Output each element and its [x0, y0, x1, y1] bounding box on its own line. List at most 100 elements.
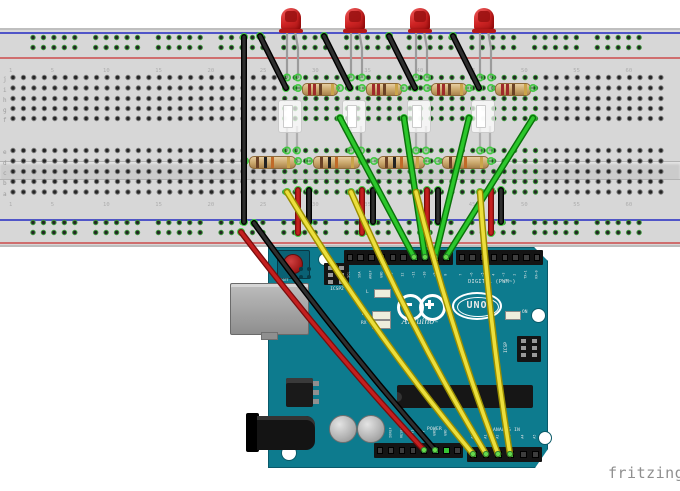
- header-pin: [482, 451, 490, 458]
- icsp-header[interactable]: [517, 336, 541, 362]
- power-jack: [257, 416, 315, 450]
- reset-label: RESET: [278, 278, 289, 282]
- mounting-hole: [531, 308, 546, 323]
- header-pin: [432, 254, 440, 261]
- pin-label: SCL: [346, 271, 351, 278]
- row-letter: j: [3, 76, 7, 83]
- resistor-band: [327, 156, 331, 168]
- digital-header-right[interactable]: [456, 250, 543, 265]
- pin-label: ~10: [422, 271, 427, 278]
- fritzing-watermark: fritzing: [608, 464, 680, 482]
- column-number: 25: [259, 202, 267, 208]
- pin-label: RESET: [399, 427, 404, 438]
- header-pin: [368, 254, 375, 261]
- capacitor: [329, 415, 357, 443]
- on-led: [505, 311, 521, 320]
- header-pin: [521, 352, 526, 357]
- resistor-band: [307, 83, 311, 95]
- header-pin: [507, 451, 515, 458]
- pin-label: SDA: [357, 271, 362, 278]
- column-number: 5: [50, 68, 55, 74]
- led-die: [478, 11, 490, 22]
- header-pin: [421, 254, 429, 261]
- tx-led: [372, 311, 391, 320]
- resistor-band: [523, 83, 527, 95]
- led-flange: [343, 28, 367, 33]
- column-number: 15: [155, 202, 162, 208]
- header-pin: [501, 254, 509, 261]
- resistor-band: [263, 156, 267, 168]
- pin-label: IOREF: [388, 427, 393, 438]
- l-led: [374, 289, 391, 298]
- pin-label: 4: [491, 273, 496, 276]
- header-pin: [443, 254, 450, 261]
- led-red[interactable]: [281, 8, 301, 31]
- icsp2-header[interactable]: [324, 263, 349, 285]
- header-pin: [400, 254, 407, 261]
- header-pin: [532, 338, 537, 343]
- led-red[interactable]: [345, 8, 365, 31]
- header-pin: [409, 447, 417, 454]
- header-pin: [398, 447, 406, 454]
- row-letter: c: [3, 170, 7, 177]
- column-number: 55: [573, 68, 580, 74]
- regulator-leg: [313, 390, 319, 395]
- header-pin: [389, 254, 397, 261]
- column-number: 55: [573, 202, 580, 208]
- header-pin: [512, 254, 519, 261]
- digital-header-left[interactable]: [344, 250, 453, 265]
- pin-label: AREF: [368, 270, 373, 279]
- column-number: 60: [625, 202, 633, 208]
- reset-button[interactable]: [283, 254, 303, 274]
- header-pin: [532, 451, 539, 458]
- ghost-component[interactable]: [278, 100, 302, 133]
- row-letter: b: [3, 180, 7, 187]
- regulator-leg: [313, 399, 319, 404]
- led-red[interactable]: [474, 8, 494, 31]
- tx-led-label: TX: [361, 312, 367, 317]
- header-pin: [339, 279, 344, 284]
- column-number: 5: [50, 202, 55, 208]
- header-pin: [458, 254, 466, 261]
- header-pin: [533, 254, 541, 261]
- pin-label: A4: [520, 434, 525, 439]
- column-number: 15: [155, 68, 162, 74]
- header-pin: [532, 352, 537, 357]
- header-pin: [443, 447, 450, 454]
- led-red[interactable]: [410, 8, 430, 31]
- pin-label: ~5: [480, 272, 485, 277]
- resistor-band: [286, 156, 290, 168]
- header-pin: [454, 447, 461, 454]
- pin-label: 12: [400, 272, 405, 277]
- header-pin: [532, 345, 537, 350]
- column-number: 10: [103, 68, 110, 74]
- pin-label: GND: [443, 429, 448, 436]
- regulator-leg: [313, 381, 319, 386]
- led-flange: [472, 28, 496, 33]
- jp2-pad: [307, 275, 311, 279]
- led-die: [349, 11, 361, 22]
- resistor-band: [506, 83, 510, 95]
- pin-label: GND: [432, 429, 437, 436]
- column-number: 1: [9, 68, 13, 74]
- pin-label: TX→1: [523, 270, 528, 279]
- capacitor: [357, 415, 385, 443]
- header-pin: [328, 272, 333, 277]
- row-letter: g: [3, 107, 7, 114]
- header-pin: [520, 451, 527, 458]
- resistor-band: [318, 83, 322, 95]
- analog-header[interactable]: [467, 447, 543, 462]
- column-number: 10: [103, 202, 110, 208]
- header-pin: [328, 279, 333, 284]
- header-pin: [339, 265, 344, 270]
- header-pin: [376, 447, 384, 454]
- pin-label: ~11: [411, 271, 416, 278]
- power-header[interactable]: [374, 443, 464, 458]
- resistor-band: [270, 156, 274, 168]
- resistor-band: [382, 83, 386, 95]
- resistor-top[interactable]: [495, 82, 531, 96]
- jp2-pad: [307, 267, 311, 271]
- pin-label: A3: [507, 434, 512, 439]
